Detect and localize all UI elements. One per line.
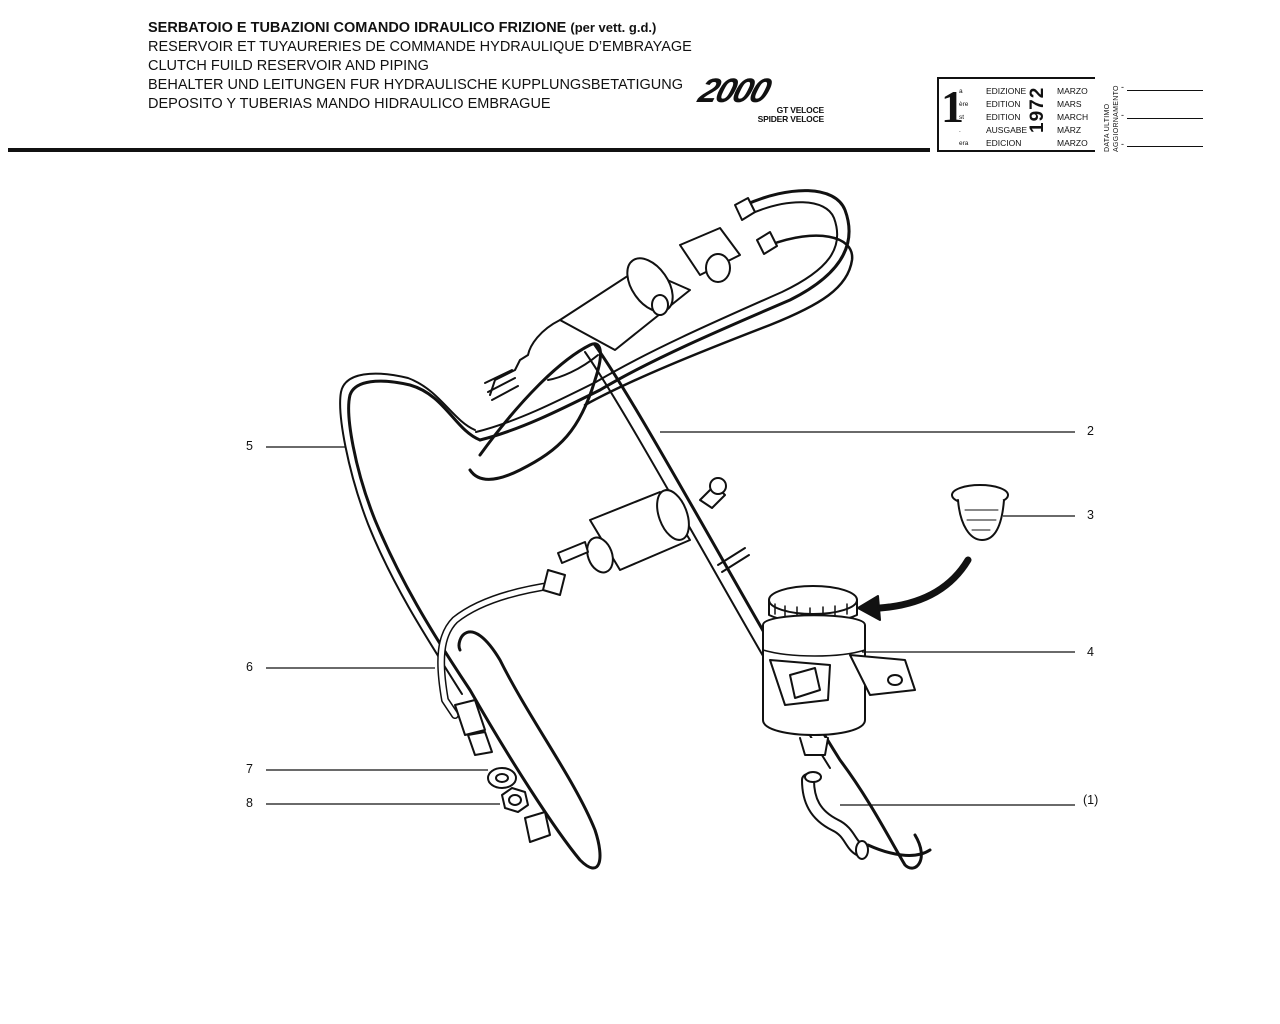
insert-arrowhead	[857, 595, 881, 621]
pipe-5	[347, 379, 602, 870]
update-dash: -	[1121, 139, 1124, 149]
edition-label: AUSGABE	[986, 125, 1028, 135]
edition-label: EDITION	[986, 99, 1021, 109]
update-date-line	[1127, 146, 1203, 147]
callout-5: 5	[246, 439, 253, 453]
callout-4: 4	[1087, 645, 1094, 659]
callout-1: (1)	[1083, 793, 1099, 807]
pipe-2	[468, 342, 602, 481]
washer-7	[487, 767, 517, 789]
title-spanish: DEPOSITO Y TUBERIAS MANDO HIDRAULICO EMB…	[148, 96, 551, 112]
master-cylinder	[484, 197, 778, 401]
upper-hose-loop	[478, 189, 851, 442]
edition-suffix: st	[959, 114, 965, 121]
pipe-end-fitting	[524, 811, 551, 843]
update-dash: -	[1121, 82, 1124, 92]
edition-label: EDICION	[986, 138, 1022, 148]
model-logo: 2000 GT VELOCE SPIDER VELOCE	[694, 72, 830, 126]
upper-hose-loop-outer	[583, 234, 854, 407]
pipe-5-inner	[339, 372, 476, 695]
filter-cup-3	[951, 484, 1009, 541]
edition-label: EDIZIONE	[986, 86, 1027, 96]
edition-month: MARZO	[1057, 138, 1088, 148]
edition-number: 1	[941, 81, 964, 132]
flexible-hose-6	[437, 569, 566, 756]
title-german: BEHALTER UND LEITUNGEN FUR HYDRAULISCHE …	[148, 77, 683, 93]
edition-month: MARS	[1057, 99, 1082, 109]
title-italian: SERBATOIO E TUBAZIONI COMANDO IDRAULICO …	[148, 20, 657, 36]
nut-8	[501, 787, 529, 813]
callout-6: 6	[246, 660, 253, 674]
edition-suffix: a	[959, 88, 963, 95]
title-french: RESERVOIR ET TUYAURERIES DE COMMANDE HYD…	[148, 39, 692, 55]
update-date-line	[1127, 118, 1203, 119]
callout-7: 7	[246, 762, 253, 776]
callout-2: 2	[1087, 424, 1094, 438]
title-italian-note: (per vett. g.d.)	[570, 20, 657, 35]
callout-8: 8	[246, 796, 253, 810]
insert-arrow	[876, 556, 972, 612]
edition-month: MARZO	[1057, 86, 1088, 96]
edition-suffix: ère	[959, 101, 969, 108]
edition-month: MARCH	[1057, 112, 1089, 122]
edition-box: 1 a ère st . era EDIZIONE EDITION EDITIO…	[937, 77, 1095, 152]
title-block: SERBATOIO E TUBAZIONI COMANDO IDRAULICO …	[148, 18, 692, 114]
edition-label: EDITION	[986, 112, 1021, 122]
title-english: CLUTCH FUILD RESERVOIR AND PIPING	[148, 58, 429, 74]
slave-cylinder	[557, 477, 727, 574]
upper-hose-loop-inner	[475, 201, 839, 433]
callout-3: 3	[1087, 508, 1094, 522]
pipe-lower-right	[866, 843, 932, 857]
logo-model-gt: GT VELOCE	[776, 105, 825, 115]
update-date-line	[1127, 90, 1203, 91]
edition-month: MÄRZ	[1057, 125, 1082, 135]
logo-model-spider: SPIDER VELOCE	[757, 114, 825, 124]
edition-suffix: era	[959, 140, 969, 147]
reservoir-4	[762, 585, 916, 756]
edition-suffix: .	[959, 127, 961, 134]
update-dash: -	[1121, 110, 1124, 120]
header-rule	[8, 148, 930, 152]
pipe-2-clip	[717, 547, 750, 573]
hose-1	[801, 771, 869, 860]
